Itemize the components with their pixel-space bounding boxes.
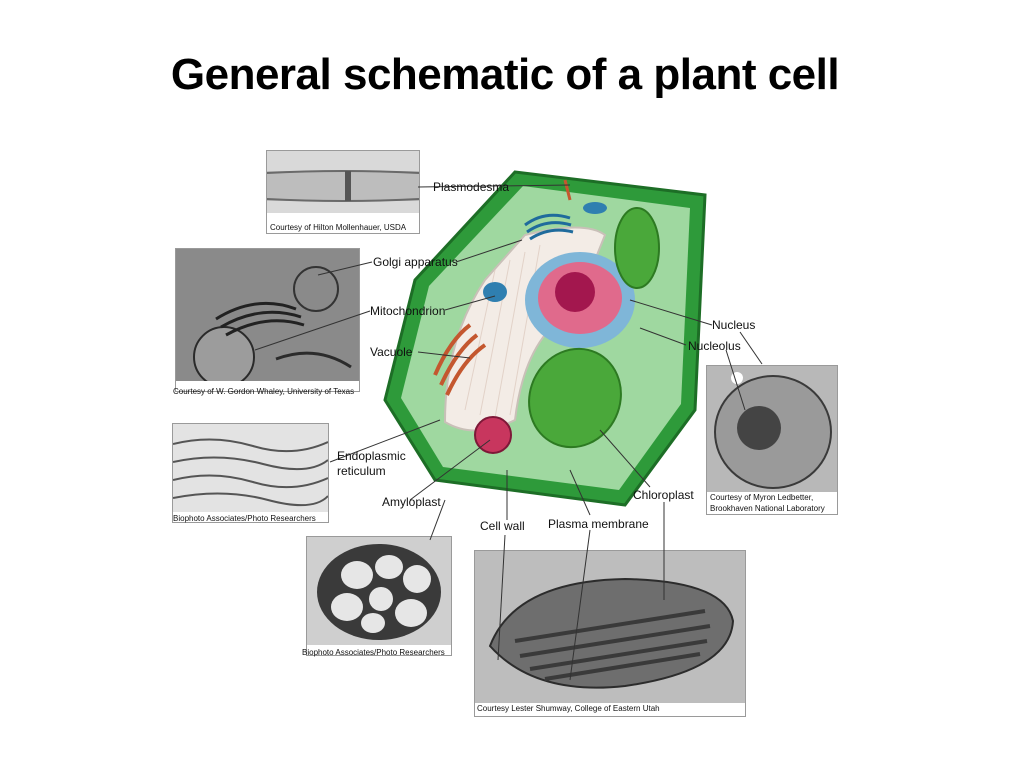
golgi-body	[524, 213, 574, 241]
nucleus-credit-line1: Courtesy of Myron Ledbetter,	[710, 493, 814, 502]
nucleus-credit-line2: Brookhaven National Laboratory	[710, 504, 825, 513]
nucleus-micrograph	[706, 365, 838, 515]
label-nucleolus: Nucleolus	[688, 339, 741, 353]
label-golgi: Golgi apparatus	[373, 255, 458, 269]
chloroplast-credit: Courtesy Lester Shumway, College of East…	[477, 704, 660, 713]
endoplasmic-reticulum	[433, 323, 487, 396]
label-nucleus: Nucleus	[712, 318, 756, 332]
label-cell-wall: Cell wall	[480, 519, 525, 533]
chloroplast-lower	[528, 347, 622, 449]
plant-cell-diagram	[383, 170, 707, 507]
golgi-credit: Courtesy of W. Gordon Whaley, University…	[173, 387, 355, 396]
label-plasma-membrane: Plasma membrane	[548, 517, 649, 531]
label-chloroplast: Chloroplast	[633, 488, 694, 502]
label-plasmodesma: Plasmodesma	[433, 180, 510, 194]
label-er-line2: reticulum	[337, 464, 386, 478]
chloroplast-micrograph	[474, 550, 746, 717]
mitochondrion-top	[583, 202, 607, 214]
label-mitochondrion: Mitochondrion	[370, 304, 446, 318]
er-micrograph	[172, 423, 329, 523]
plasmodesma-micrograph-image	[267, 151, 419, 233]
slide-title: General schematic of a plant cell	[170, 50, 840, 99]
amyloplast-credit: Biophoto Associates/Photo Researchers	[302, 648, 445, 657]
label-amyloplast: Amyloplast	[382, 495, 441, 509]
plasmodesma-channel	[563, 179, 572, 201]
chloroplast-upper	[614, 207, 660, 289]
nucleolus	[555, 272, 595, 312]
chloroplast-micrograph-image	[475, 551, 745, 716]
amyloplast-micrograph	[306, 536, 452, 656]
plasmodesma-credit: Courtesy of Hilton Mollenhauer, USDA	[270, 223, 407, 232]
label-vacuole: Vacuole	[370, 345, 413, 359]
er-micrograph-image	[173, 424, 328, 522]
label-endoplasmic-reticulum: Endoplasmic reticulum	[337, 449, 406, 479]
label-er-line1: Endoplasmic	[337, 449, 406, 463]
nucleus-credit: Courtesy of Myron Ledbetter, Brookhaven …	[710, 492, 825, 514]
er-credit: Biophoto Associates/Photo Researchers	[173, 514, 316, 523]
nucleus-micrograph-image	[707, 366, 837, 514]
amyloplast-micrograph-image	[307, 537, 451, 655]
mitochondrion	[483, 282, 507, 302]
plasmodesma-micrograph	[266, 150, 420, 234]
